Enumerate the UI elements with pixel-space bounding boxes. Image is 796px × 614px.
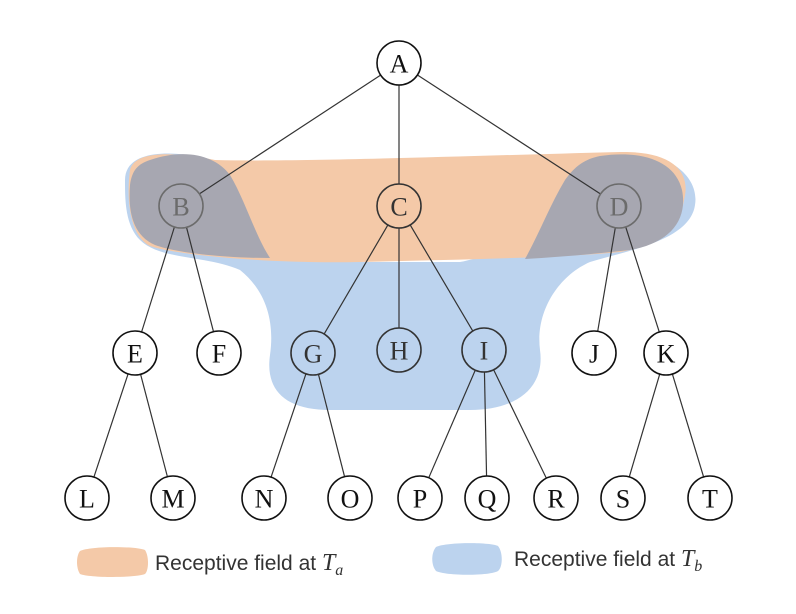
edge-E-L xyxy=(93,373,129,478)
tree-edges xyxy=(93,74,705,479)
node-F: F xyxy=(196,330,242,376)
node-label-R: R xyxy=(547,485,565,514)
node-G: G xyxy=(290,330,336,376)
node-R: R xyxy=(533,475,579,521)
node-label-H: H xyxy=(390,337,409,366)
node-E: E xyxy=(112,330,158,376)
node-label-L: L xyxy=(79,485,95,514)
node-label-I: I xyxy=(480,337,489,366)
node-label-J: J xyxy=(589,340,599,369)
node-label-A: A xyxy=(390,50,409,79)
node-circle-S xyxy=(600,475,646,521)
edge-C-I xyxy=(409,224,474,332)
node-label-G: G xyxy=(304,340,323,369)
node-label-S: S xyxy=(616,485,630,514)
node-C: C xyxy=(376,183,422,229)
legend-swatch-tb xyxy=(432,543,502,575)
legend-swatch-ta xyxy=(77,547,148,577)
node-circle-P xyxy=(397,475,443,521)
node-label-P: P xyxy=(413,485,427,514)
edge-K-T xyxy=(671,373,705,478)
node-L: L xyxy=(64,475,110,521)
edge-K-S xyxy=(628,373,661,478)
node-Q: Q xyxy=(464,475,510,521)
tree-nodes: A B C D E F G H I J K L M N O P Q R S T xyxy=(64,40,733,521)
node-circle-M xyxy=(150,475,196,521)
node-J: J xyxy=(571,330,617,376)
node-K: K xyxy=(643,330,689,376)
node-A: A xyxy=(376,40,422,86)
edge-B-F xyxy=(185,227,215,332)
node-T: T xyxy=(687,475,733,521)
legend: Receptive field at Ta Receptive field at… xyxy=(77,543,702,579)
node-circle-R xyxy=(533,475,579,521)
node-circle-K xyxy=(643,330,689,376)
node-label-O: O xyxy=(341,485,360,514)
node-label-D: D xyxy=(610,193,629,222)
node-circle-O xyxy=(327,475,373,521)
node-circle-L xyxy=(64,475,110,521)
edge-D-J xyxy=(597,227,616,332)
node-label-C: C xyxy=(390,193,407,222)
node-H: H xyxy=(376,327,422,373)
node-circle-D xyxy=(596,183,642,229)
legend-label-tb: Receptive field at Tb xyxy=(514,546,702,575)
node-I: I xyxy=(461,327,507,373)
node-label-T: T xyxy=(702,485,718,514)
node-circle-G xyxy=(290,330,336,376)
node-circle-T xyxy=(687,475,733,521)
node-M: M xyxy=(150,475,196,521)
node-circle-I xyxy=(461,327,507,373)
node-label-N: N xyxy=(255,485,274,514)
node-O: O xyxy=(327,475,373,521)
edge-A-D xyxy=(417,74,601,195)
node-circle-F xyxy=(196,330,242,376)
node-circle-C xyxy=(376,183,422,229)
edge-E-M xyxy=(139,374,169,477)
edge-G-N xyxy=(270,373,307,478)
node-circle-E xyxy=(112,330,158,376)
node-label-B: B xyxy=(172,193,189,222)
node-circle-Q xyxy=(464,475,510,521)
node-circle-A xyxy=(376,40,422,86)
node-label-E: E xyxy=(127,340,143,369)
node-S: S xyxy=(600,475,646,521)
node-P: P xyxy=(397,475,443,521)
node-label-K: K xyxy=(657,340,676,369)
edge-I-Q xyxy=(483,371,488,477)
edge-C-G xyxy=(323,224,389,335)
node-label-Q: Q xyxy=(478,485,497,514)
edge-D-K xyxy=(625,226,660,333)
node-circle-N xyxy=(241,475,287,521)
node-circle-B xyxy=(158,183,204,229)
node-label-F: F xyxy=(212,340,226,369)
node-circle-H xyxy=(376,327,422,373)
node-N: N xyxy=(241,475,287,521)
edge-B-E xyxy=(140,226,176,333)
node-label-M: M xyxy=(161,485,184,514)
edge-G-O xyxy=(317,374,346,477)
legend-label-ta: Receptive field at Ta xyxy=(155,550,343,579)
node-D: D xyxy=(596,183,642,229)
edge-A-B xyxy=(199,74,381,195)
node-B: B xyxy=(158,183,204,229)
edge-I-R xyxy=(493,369,547,479)
edge-I-P xyxy=(428,369,476,479)
node-circle-J xyxy=(571,330,617,376)
